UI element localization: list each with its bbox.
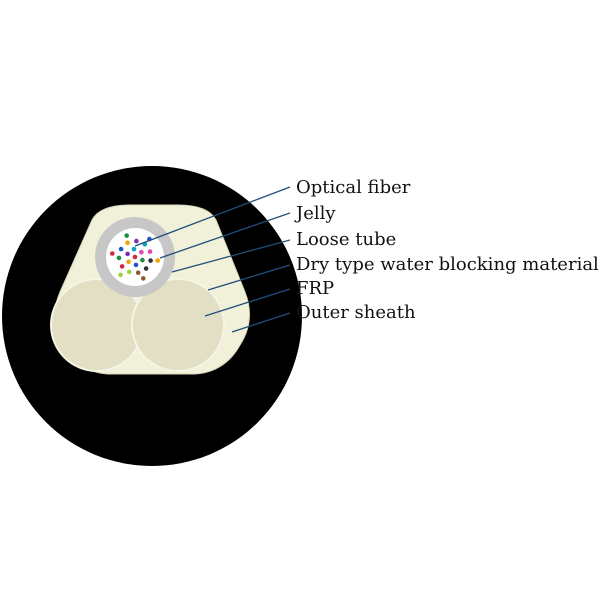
- optical-fiber-dot: [141, 276, 146, 281]
- label-frp: FRP: [296, 278, 334, 299]
- leader-dry-water-blocking: [207, 264, 291, 291]
- optical-fiber-dot: [125, 240, 130, 246]
- optical-fiber-dot: [125, 251, 130, 257]
- optical-fiber-dot: [119, 264, 125, 269]
- leader-loose-tube: [171, 239, 291, 273]
- optical-fiber-dot: [132, 254, 138, 260]
- optical-fibers-group: [110, 233, 160, 281]
- optical-fiber-dot: [110, 251, 115, 256]
- label-dry-water-blocking: Dry type water blocking material: [296, 254, 599, 275]
- label-loose-tube: Loose tube: [296, 229, 396, 250]
- leader-frp: [204, 288, 291, 317]
- label-optical-fiber: Optical fiber: [296, 177, 411, 198]
- optical-fiber-dot: [126, 259, 131, 265]
- optical-fiber-dot: [118, 272, 123, 278]
- optical-fiber-dot: [133, 262, 139, 268]
- optical-fiber-dot: [118, 246, 124, 252]
- optical-fiber-dot: [124, 233, 129, 238]
- optical-fiber-dot: [135, 270, 141, 276]
- optical-fiber-dot: [126, 269, 132, 275]
- leader-outer-sheath: [231, 312, 291, 333]
- optical-fiber-dot: [116, 255, 122, 261]
- leader-jelly: [159, 212, 291, 259]
- optical-fiber-dot: [147, 249, 153, 254]
- optical-fiber-dot: [140, 257, 145, 263]
- optical-fiber-dot: [143, 266, 149, 271]
- optical-fiber-dot: [155, 258, 160, 263]
- optical-fiber-dot: [148, 258, 153, 263]
- label-outer-sheath: Outer sheath: [296, 302, 416, 323]
- leader-optical-fiber: [134, 186, 291, 247]
- label-jelly: Jelly: [294, 203, 336, 224]
- frp-right: [131, 278, 225, 372]
- optical-fiber-dot: [139, 249, 144, 255]
- optical-fiber-dot: [134, 238, 139, 244]
- optical-fiber-dot: [131, 246, 137, 252]
